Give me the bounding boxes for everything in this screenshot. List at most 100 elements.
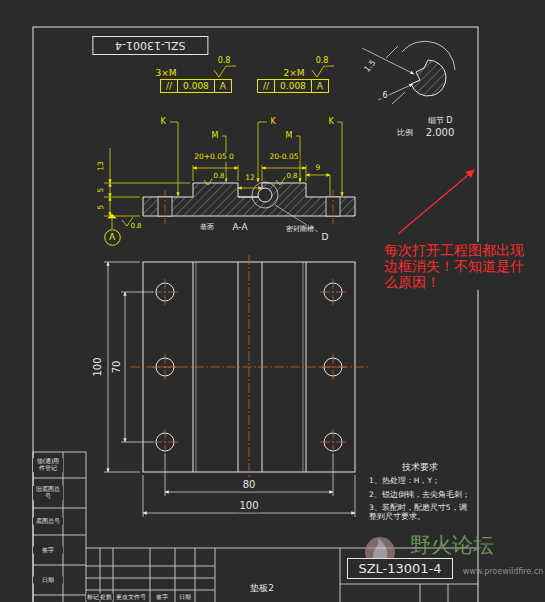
tolerance-cell: 0.008 <box>274 80 311 92</box>
detail-view <box>378 84 413 100</box>
dimension-lines <box>170 122 178 196</box>
dimension-lines <box>262 168 306 169</box>
view-label: 细节 D <box>427 116 454 125</box>
drawing-number-box: SZL-13001-4 <box>92 36 208 55</box>
dimension-text: 100 <box>92 356 104 377</box>
callout-letter: M <box>211 131 220 140</box>
dimension-text: 20-0.05 <box>269 153 300 162</box>
note-line: 2、锐边倒钝，去尖角毛刺； <box>368 491 474 500</box>
roughness-value: 0.8 <box>315 56 330 65</box>
dimension-lines <box>238 165 239 181</box>
tolerance-cell: 0.008 <box>177 80 214 92</box>
center-lines <box>165 354 166 380</box>
dimension-text: 5 <box>97 204 106 211</box>
detail-view <box>362 41 455 104</box>
detail-view <box>386 46 398 58</box>
drawing-number: SZL-13001-4 <box>358 561 441 576</box>
dimension-lines <box>306 165 307 181</box>
datum-letter: A <box>109 232 115 242</box>
roughness-value: 0.8 <box>212 172 225 180</box>
dimension-lines <box>337 122 342 196</box>
center-lines <box>130 255 370 480</box>
center-lines <box>333 429 334 455</box>
sheet-border <box>33 27 478 602</box>
note-arrow <box>398 170 474 234</box>
drawing-number: SZL-13001-4 <box>115 39 185 52</box>
dimension-lines <box>112 218 113 229</box>
title-cell: 日期 <box>178 594 192 601</box>
note-arrow <box>398 170 474 234</box>
dimension-text: 20+0.05 0 <box>193 153 235 162</box>
title-cell: 日期 <box>33 577 63 584</box>
dimension-text: 12 <box>244 174 256 183</box>
title-block <box>86 566 215 567</box>
dimension-lines <box>110 183 111 197</box>
center-lines <box>333 354 334 380</box>
dimension-lines <box>104 262 140 263</box>
title-cell: 标记 <box>86 594 100 601</box>
detail-view <box>392 92 405 104</box>
dimension-text: 100 <box>238 500 259 512</box>
section-label: A-A <box>231 222 248 232</box>
title-block <box>448 584 449 602</box>
callout-letter: K <box>327 117 334 126</box>
title-cell: 旧底图总号 <box>33 486 63 500</box>
dimension-text: 80 <box>242 479 257 491</box>
title-block <box>33 452 478 602</box>
section-note: 密封圈槽 <box>285 225 315 233</box>
dimension-lines <box>104 122 342 229</box>
watermark: www.proewildfire.cn <box>462 567 545 576</box>
dimension-lines <box>104 262 355 517</box>
circle-outline <box>104 229 120 245</box>
section-note: 基面 <box>199 223 215 231</box>
scale-value: 2.000 <box>425 127 456 139</box>
tolerance-frame: //0.008A <box>160 79 232 93</box>
dimension-lines <box>333 454 334 496</box>
detail-view <box>411 60 446 96</box>
center-lines <box>130 367 370 368</box>
dimension-lines <box>143 513 355 514</box>
tolerance-cell: // <box>258 80 274 92</box>
dimension-lines <box>258 122 267 182</box>
dimension-text: 6 <box>381 91 388 100</box>
center-lines <box>165 279 166 305</box>
title-block <box>215 548 216 602</box>
dimension-lines <box>330 175 331 196</box>
feature-note: 2×M <box>282 68 305 78</box>
plan-view <box>193 262 194 472</box>
dimension-lines <box>104 472 140 473</box>
notes-heading: 技术要求 <box>401 462 439 472</box>
title-block <box>33 508 86 509</box>
tolerance-frame: //0.008A <box>257 79 329 93</box>
title-block <box>33 595 86 596</box>
dimension-lines <box>262 165 263 181</box>
title-block <box>33 478 86 479</box>
center-lines <box>152 279 346 455</box>
detail-view <box>402 41 455 70</box>
section-view <box>165 190 166 224</box>
sheet-border <box>33 27 478 602</box>
dimension-lines <box>238 188 262 189</box>
callout-letter: M <box>285 131 294 140</box>
section-view <box>143 183 355 216</box>
part-name: 垫板2 <box>249 583 275 593</box>
scale-label: 比例 <box>396 128 414 137</box>
dimension-lines <box>306 175 330 176</box>
title-block <box>86 578 215 579</box>
title-block <box>150 548 151 602</box>
datum-circle: A <box>104 229 121 246</box>
section-view <box>258 188 272 202</box>
dimension-lines <box>193 165 194 181</box>
section-view <box>252 182 278 208</box>
title-cell: 底图总号 <box>33 518 63 525</box>
center-lines <box>333 279 334 305</box>
callout-letter: K <box>159 117 166 126</box>
roughness-value: 0.8 <box>285 172 298 180</box>
dimension-lines <box>193 168 238 169</box>
dimension-lines <box>125 292 126 442</box>
detail-callout: D <box>321 232 330 242</box>
title-block <box>195 548 196 602</box>
dimension-lines <box>108 262 109 472</box>
dimension-text: 13 <box>97 160 106 172</box>
note-line: 1、热处理：H，Y； <box>368 477 474 486</box>
